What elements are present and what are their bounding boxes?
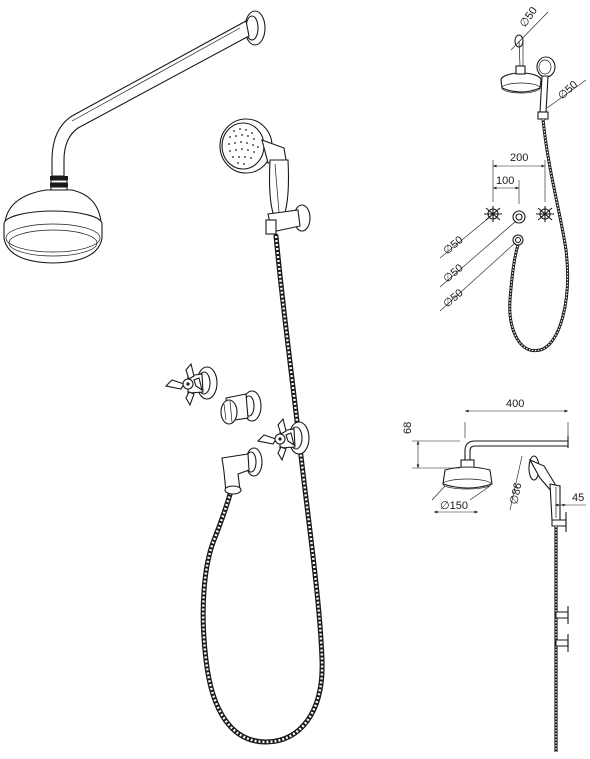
top-right-detail-view [439,11,587,353]
dim-hand-shower-holder-dia: ∅50 [556,79,580,103]
hose-outlet-elbow [221,447,263,495]
dim-center-spacing-half: 100 [496,175,514,187]
dim-hand-shower-dia: ∅86 [508,482,524,506]
dim-outlet-elbow-dia: ∅50 [441,287,465,310]
dim-valve-left-dia: ∅50 [441,234,465,257]
hand-shower-holder [265,204,311,235]
dim-arm-drop: 68 [402,422,414,434]
main-isometric-view [3,10,325,745]
hand-shower [219,118,290,217]
flexible-hose [200,233,325,745]
side-elevation-view [412,409,586,752]
shower-arm [51,20,250,177]
shower-head [3,176,103,264]
right-cross-valve [256,417,310,462]
arm-wall-flange [244,10,266,46]
dim-arm-length: 400 [506,398,524,410]
dim-holder-projection: 45 [572,492,584,504]
center-diverter [220,390,262,425]
left-cross-valve [164,362,218,407]
dim-valve-center-dia: ∅50 [441,262,465,285]
dim-wall-flange-dia: ∅50 [518,5,540,30]
dim-center-spacing-total: 200 [510,152,528,164]
dim-head-dia: ∅150 [440,500,468,512]
